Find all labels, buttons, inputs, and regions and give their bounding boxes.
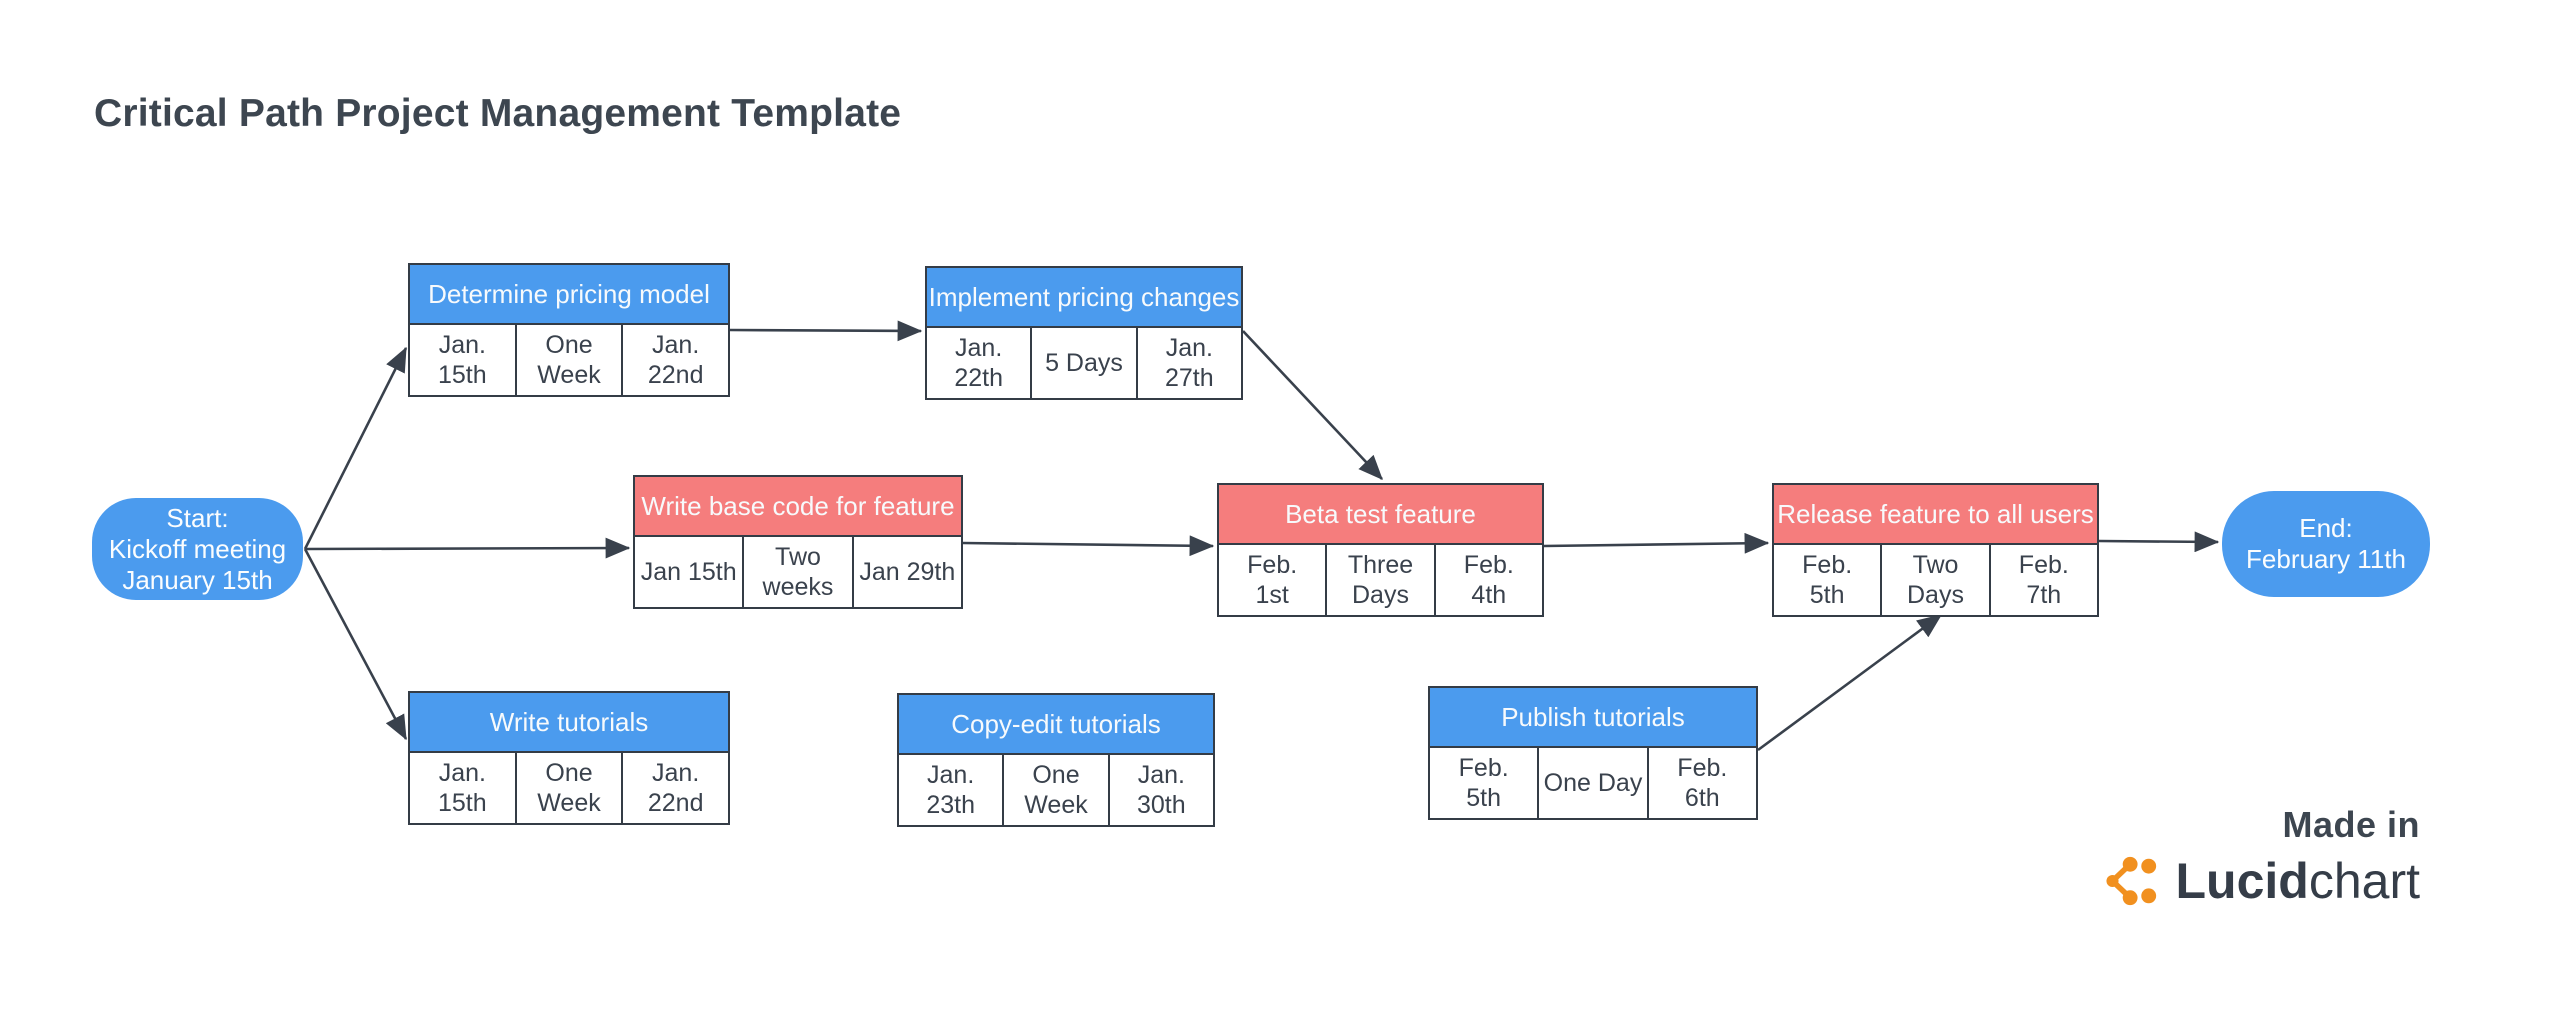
task-beta-test-feature: Beta test feature Feb. 1st Three Days Fe…	[1217, 483, 1544, 617]
task-duration: Three Days	[1325, 545, 1433, 615]
task-duration: One Week	[1002, 755, 1107, 825]
task-write-tutorials: Write tutorials Jan. 15th One Week Jan. …	[408, 691, 730, 825]
task-end-date: Jan. 22nd	[621, 753, 728, 823]
brand-lucid: Lucid	[2175, 853, 2309, 909]
task-date-row: Jan. 15th One Week Jan. 22nd	[410, 325, 728, 395]
task-duration: One Day	[1537, 748, 1646, 818]
task-publish-tutorials: Publish tutorials Feb. 5th One Day Feb. …	[1428, 686, 1758, 820]
start-node: Start: Kickoff meeting January 15th	[92, 498, 303, 600]
task-date-row: Jan 15th Two weeks Jan 29th	[635, 537, 961, 607]
task-duration: Two Days	[1880, 545, 1988, 615]
task-date-row: Jan. 23th One Week Jan. 30th	[899, 755, 1213, 825]
connector-write-base-code-to-beta-test	[962, 535, 1215, 557]
connector-determine-to-implement	[729, 320, 923, 342]
task-determine-pricing-model: Determine pricing model Jan. 15th One We…	[408, 263, 730, 397]
task-start-date: Jan. 23th	[926, 761, 975, 819]
connector-start-to-write-base-code	[304, 537, 631, 559]
task-implement-pricing-changes: Implement pricing changes Jan. 22th 5 Da…	[925, 266, 1243, 400]
lucidchart-credit: Made in Lucidchart	[2105, 804, 2421, 908]
task-end-date: Jan. 22nd	[621, 325, 728, 395]
task-title: Release feature to all users	[1774, 485, 2097, 545]
connector-beta-test-to-release	[1543, 532, 1770, 554]
task-start-date: Feb. 5th	[1458, 754, 1509, 812]
task-date-row: Feb. 1st Three Days Feb. 4th	[1219, 545, 1542, 615]
task-end-date: Feb. 6th	[1646, 748, 1756, 818]
end-node: End: February 11th	[2222, 491, 2430, 597]
task-date-row: Feb. 5th Two Days Feb. 7th	[1774, 545, 2097, 615]
task-end-date: Jan 29th	[851, 537, 961, 607]
task-end-date: Feb. 4th	[1433, 545, 1542, 615]
connector-publish-to-release	[1757, 613, 1943, 752]
task-title: Write base code for feature	[635, 477, 961, 537]
task-release-feature: Release feature to all users Feb. 5th Tw…	[1772, 483, 2099, 617]
task-title: Write tutorials	[410, 693, 728, 753]
task-date-row: Feb. 5th One Day Feb. 6th	[1430, 748, 1756, 818]
task-date-row: Jan. 15th One Week Jan. 22nd	[410, 753, 728, 823]
task-start-date: Jan. 15th	[438, 331, 487, 389]
task-duration: 5 Days	[1030, 328, 1135, 398]
task-write-base-code: Write base code for feature Jan 15th Two…	[633, 475, 963, 609]
task-end-date: Jan. 27th	[1135, 328, 1241, 398]
task-start-date: Jan. 15th	[438, 759, 487, 817]
lucidchart-icon	[2105, 856, 2156, 906]
task-start-date: Jan. 22th	[954, 334, 1003, 392]
task-start-date: Feb. 5th	[1802, 551, 1853, 609]
connector-release-to-end	[2098, 531, 2220, 553]
task-duration: One Week	[514, 325, 622, 395]
task-title: Publish tutorials	[1430, 688, 1756, 748]
task-title: Beta test feature	[1219, 485, 1542, 545]
task-title: Determine pricing model	[410, 265, 728, 325]
task-start-date: Jan 15th	[640, 558, 737, 586]
diagram-title: Critical Path Project Management Templat…	[94, 92, 902, 135]
task-copy-edit-tutorials: Copy-edit tutorials Jan. 23th One Week J…	[897, 693, 1215, 827]
task-title: Copy-edit tutorials	[899, 695, 1213, 755]
made-in-label: Made in	[2282, 804, 2420, 845]
connector-implement-to-beta-test	[1242, 330, 1383, 480]
lucidchart-wordmark: Lucidchart	[2176, 856, 2421, 906]
connector-start-to-determine-pricing-model	[303, 346, 408, 550]
brand-chart: chart	[2308, 853, 2420, 909]
task-title: Implement pricing changes	[927, 268, 1241, 328]
task-duration: Two weeks	[742, 537, 851, 607]
task-end-date: Jan. 30th	[1107, 755, 1213, 825]
task-duration: One Week	[514, 753, 622, 823]
task-start-date: Feb. 1st	[1247, 551, 1298, 609]
task-date-row: Jan. 22th 5 Days Jan. 27th	[927, 328, 1241, 398]
task-end-date: Feb. 7th	[1988, 545, 2097, 615]
connector-start-to-write-tutorials	[303, 548, 408, 741]
